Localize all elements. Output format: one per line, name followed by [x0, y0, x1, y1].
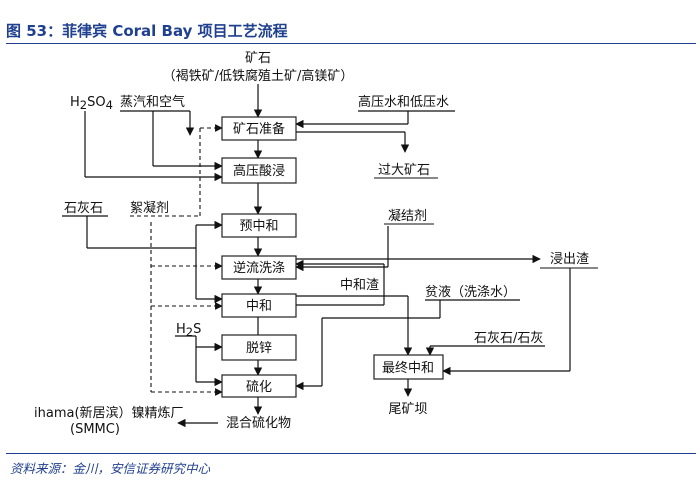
footer-divider	[6, 453, 696, 454]
sulfidation-box	[221, 374, 297, 398]
barren-liquor-label: 贫液（洗涤水）	[425, 284, 516, 300]
ore-types-label: （褐铁矿/低铁腐殖土矿/高镁矿）	[163, 68, 354, 84]
ccd-box	[221, 255, 297, 280]
neutralization-box	[221, 293, 297, 318]
coagulant-label: 凝结剂	[388, 208, 427, 224]
ore-label: 矿石	[245, 51, 271, 66]
flocculant-lines	[130, 124, 223, 396]
hpal-label: 高压酸浸	[233, 163, 285, 179]
flow-lines	[62, 84, 571, 428]
neutralization-label: 中和	[246, 299, 272, 314]
hpal-box	[221, 157, 297, 184]
mixed-sulfide-label: 混合硫化物	[226, 416, 291, 431]
title-divider	[6, 43, 696, 44]
oversize-ore-label: 过大矿石	[378, 163, 430, 178]
flocculant-label: 絮凝剂	[130, 200, 169, 216]
refinery-code-label: (SMMC)	[70, 422, 120, 437]
limestone-lime-label: 石灰石/石灰	[474, 331, 543, 346]
zinc-removal-label: 脱锌	[246, 341, 272, 356]
pre-neutralization-label: 预中和	[239, 219, 278, 234]
h2s-label: H2S	[176, 322, 201, 339]
refinery-label: ihama(新居滨）镍精炼厂	[34, 405, 184, 421]
page-title: 图 53：菲律宾 Coral Bay 项目工艺流程	[6, 22, 288, 40]
ccd-label: 逆流洗涤	[233, 260, 285, 276]
pre-neutralization-box	[221, 213, 297, 238]
hp-lp-water-label: 高压水和低压水	[358, 94, 449, 110]
leach-residue-label: 浸出渣	[550, 252, 589, 267]
ore-prep-label: 矿石准备	[233, 121, 285, 137]
tailings-dam-label: 尾矿坝	[388, 402, 427, 417]
steam-air-label: 蒸汽和空气	[120, 94, 185, 110]
source-note: 资料来源：金川，安信证券研究中心	[10, 461, 211, 476]
h2so4-label: H2SO4	[70, 95, 113, 112]
final-neutralization-label: 最终中和	[382, 360, 434, 376]
limestone-label: 石灰石	[64, 201, 103, 216]
neutralization-residue-label: 中和渣	[340, 278, 379, 293]
final-neutralization-box	[373, 354, 444, 380]
sulfidation-label: 硫化	[246, 380, 272, 395]
zinc-removal-box	[221, 334, 297, 361]
ore-prep-box	[221, 116, 297, 141]
